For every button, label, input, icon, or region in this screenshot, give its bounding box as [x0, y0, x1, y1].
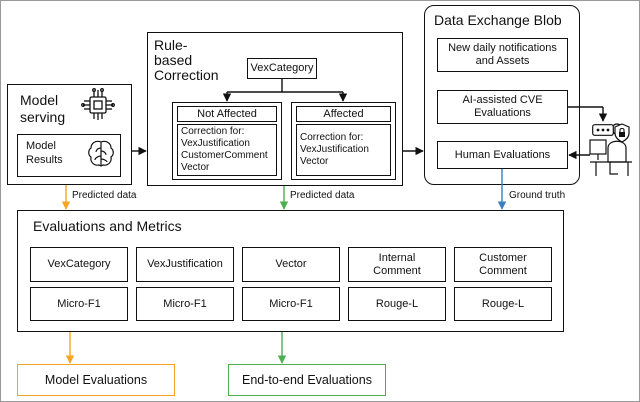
model-results-line2: Results [26, 154, 63, 166]
not-affected-body [177, 124, 277, 176]
metric-name-box: Rouge-L [348, 287, 446, 321]
vexcategory-box: VexCategory [247, 58, 317, 79]
shield-lock-icon [614, 123, 630, 143]
end-to-end-evaluations-box: End-to-end Evaluations [228, 364, 386, 396]
metric-field-box: VexJustification [136, 247, 234, 282]
metrics-title: Evaluations and Metrics [33, 218, 182, 234]
predicted-data-label-2: Predicted data [290, 190, 355, 201]
model-serving-title: Model serving [20, 92, 65, 126]
affected-lines: Correction for: VexJustification Vector [300, 132, 369, 168]
rule-based-title-line2: based [154, 52, 193, 68]
metric-name-box: Micro-F1 [30, 287, 128, 321]
metric-field-box: VexCategory [30, 247, 128, 282]
affected-body [296, 124, 391, 176]
affected-line: VexJustification [300, 144, 369, 155]
metric-field-box: Vector [242, 247, 340, 282]
rule-based-title-line1: Rule- [154, 37, 188, 53]
metric-field-line2: Comment [479, 264, 527, 277]
affected-header: Affected [296, 106, 391, 122]
metric-field-line1: Internal [378, 251, 416, 264]
metric-name-box: Rouge-L [454, 287, 552, 321]
not-affected-line: CustomerComment [181, 150, 268, 161]
affected-line: Vector [300, 156, 329, 167]
metric-field-line1: Customer [479, 251, 527, 264]
rule-based-title: Rule- based Correction [154, 38, 219, 83]
not-affected-line: Vector [181, 162, 210, 173]
not-affected-lines: Correction for: VexJustification Custome… [181, 126, 268, 174]
brain-icon [88, 140, 114, 167]
human-eval-box: Human Evaluations [437, 141, 568, 169]
password-icon [592, 124, 614, 136]
not-affected-line: VexJustification [181, 138, 250, 149]
affected-line: Correction for: [300, 132, 364, 143]
model-results-line1: Model [26, 140, 56, 152]
metric-name-box: Micro-F1 [242, 287, 340, 321]
ai-cve-line2: Evaluations [474, 107, 531, 119]
ai-cve-line1: AI-assisted CVE [462, 94, 543, 107]
model-serving-title-line1: Model [20, 92, 59, 108]
ai-cve-box: AI-assisted CVE Evaluations [437, 90, 568, 124]
ground-truth-label: Ground truth [509, 190, 566, 201]
rule-based-title-line3: Correction [154, 67, 219, 83]
data-exchange-title: Data Exchange Blob [434, 12, 562, 28]
metric-field-box: Internal Comment [348, 247, 446, 282]
notifications-line1: New daily notifications [448, 42, 557, 55]
not-affected-header: Not Affected [177, 106, 277, 122]
metric-field-box: Customer Comment [454, 247, 552, 282]
metric-field-line2: Comment [373, 264, 421, 277]
model-evaluations-box: Model Evaluations [17, 364, 175, 396]
model-results-box [17, 134, 121, 177]
not-affected-line: Correction for: [181, 126, 245, 137]
chip-icon [81, 88, 115, 120]
model-serving-title-line2: serving [20, 109, 66, 125]
metric-name-box: Micro-F1 [136, 287, 234, 321]
notifications-box: New daily notifications and Assets [437, 38, 568, 72]
model-results-label: Model Results [26, 139, 63, 167]
predicted-data-label-1: Predicted data [72, 190, 137, 201]
notifications-line2: and Assets [475, 55, 530, 67]
